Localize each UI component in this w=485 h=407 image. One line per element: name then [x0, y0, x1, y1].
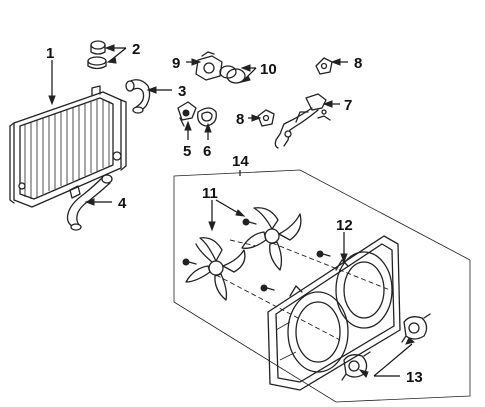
- callout-11: 11: [202, 185, 218, 202]
- thermostat: [177, 101, 197, 127]
- lower-radiator-hose: [66, 174, 113, 231]
- callout-13: 13: [406, 369, 423, 386]
- radiator-cap: [87, 40, 107, 70]
- callout-8-upper: 8: [354, 55, 362, 72]
- callout-1: 1: [46, 45, 54, 62]
- fan-shroud: [267, 235, 401, 391]
- callout-5: 5: [183, 143, 191, 160]
- fan-motor-right: [401, 313, 431, 343]
- water-outlet-pipe: [274, 93, 331, 149]
- callout-6: 6: [203, 143, 211, 160]
- callout-labels: 1 2 3 4 5 6 7 8 8 9 10 11 12 13 14: [46, 41, 423, 386]
- callout-10: 10: [260, 61, 277, 78]
- callout-14: 14: [232, 153, 249, 170]
- fan-blade-left: [185, 237, 246, 301]
- radiator: [9, 85, 127, 208]
- o-rings: [219, 65, 246, 84]
- callout-4: 4: [118, 195, 127, 212]
- alignment-lines: [215, 239, 391, 341]
- callout-2: 2: [132, 41, 140, 58]
- upper-radiator-hose: [125, 79, 151, 114]
- thermostat-housing: [195, 51, 223, 81]
- bolts: [182, 218, 331, 292]
- callout-9: 9: [172, 55, 180, 72]
- gasket-upper: [315, 57, 333, 75]
- leader-arrowheads: [48, 44, 416, 378]
- callout-12: 12: [336, 217, 353, 234]
- callout-3: 3: [178, 83, 186, 100]
- thermostat-gasket: [197, 107, 217, 127]
- fan-blade-right: [241, 207, 302, 271]
- callout-8-lower: 8: [236, 111, 244, 128]
- fan-assembly-outline: [173, 169, 471, 403]
- gasket-lower: [257, 109, 275, 127]
- fan-motor-lower: [341, 351, 371, 381]
- callout-7: 7: [344, 97, 352, 114]
